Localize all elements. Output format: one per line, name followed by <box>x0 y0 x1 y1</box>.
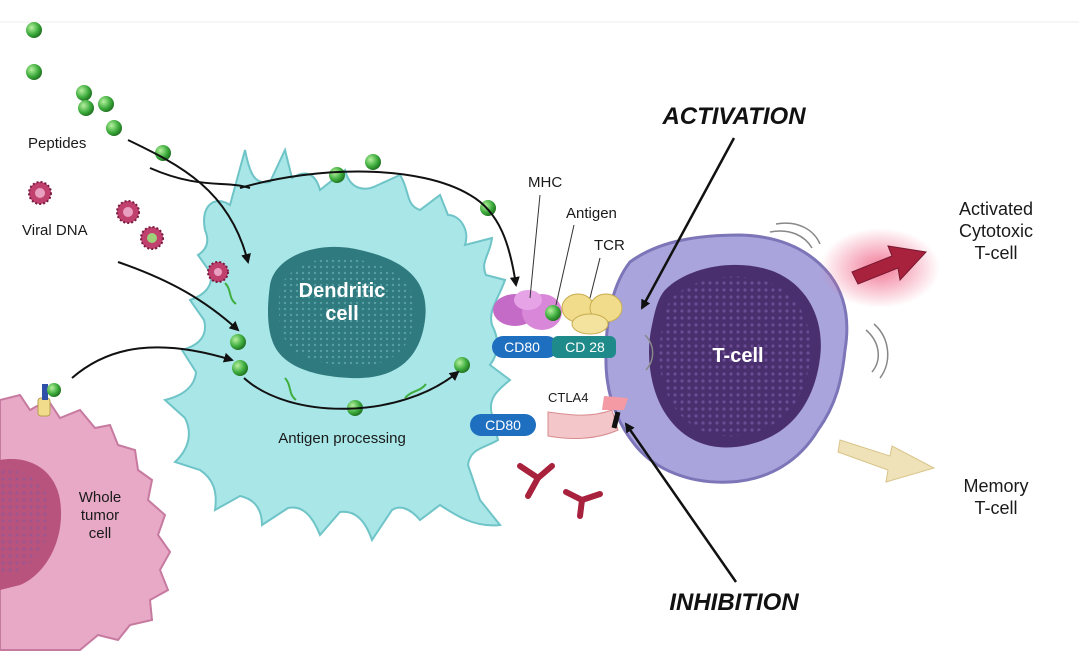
memory-label-1: Memory <box>963 476 1028 496</box>
tcr-label: TCR <box>594 237 625 254</box>
mhc-complex <box>493 290 562 330</box>
ctla4-label: CTLA4 <box>548 390 588 405</box>
dendritic-cell: Dendritic cell Antigen processing <box>162 147 512 543</box>
t-cell: T-cell <box>604 222 889 484</box>
tcell-label: T-cell <box>712 345 763 367</box>
tcr-complex <box>561 293 623 335</box>
peptide-particles <box>26 22 496 416</box>
dendritic-label-1: Dendritic <box>299 280 386 302</box>
ctla4-cd80-pair: CD80 CTLA4 <box>470 390 628 439</box>
activated-label-2: Cytotoxic <box>959 221 1033 241</box>
antigen-processing-label: Antigen processing <box>278 430 406 447</box>
inhibition-label: INHIBITION <box>669 589 799 616</box>
cd80-top-label: CD80 <box>504 339 540 355</box>
cd80-cd28-pair: CD80 CD 28 <box>492 336 616 358</box>
activated-label-1: Activated <box>959 199 1033 219</box>
mhc-label: MHC <box>528 174 562 191</box>
whole-tumor-label-1: Whole <box>79 489 122 506</box>
peptides-label: Peptides <box>28 135 86 152</box>
activation-arrow <box>640 137 736 310</box>
memory-label-2: T-cell <box>974 498 1017 518</box>
inhibition-arrow <box>624 422 738 583</box>
dendritic-label-2: cell <box>325 303 358 325</box>
tumor-cell: Whole tumor cell <box>0 383 172 651</box>
antigen-label: Antigen <box>566 205 617 222</box>
antibodies <box>517 463 603 519</box>
activated-label-3: T-cell <box>974 243 1017 263</box>
activated-arrow <box>820 228 940 308</box>
whole-tumor-label-2: tumor <box>81 507 119 524</box>
memory-arrow <box>837 439 936 483</box>
whole-tumor-label-3: cell <box>89 525 112 542</box>
activation-label: ACTIVATION <box>661 103 806 130</box>
viral-dna-label: Viral DNA <box>22 222 88 239</box>
viral-particles <box>28 181 229 283</box>
pathway-arrows <box>71 139 520 410</box>
cd80-bottom-label: CD80 <box>485 417 521 433</box>
cd28-label: CD 28 <box>565 339 605 355</box>
